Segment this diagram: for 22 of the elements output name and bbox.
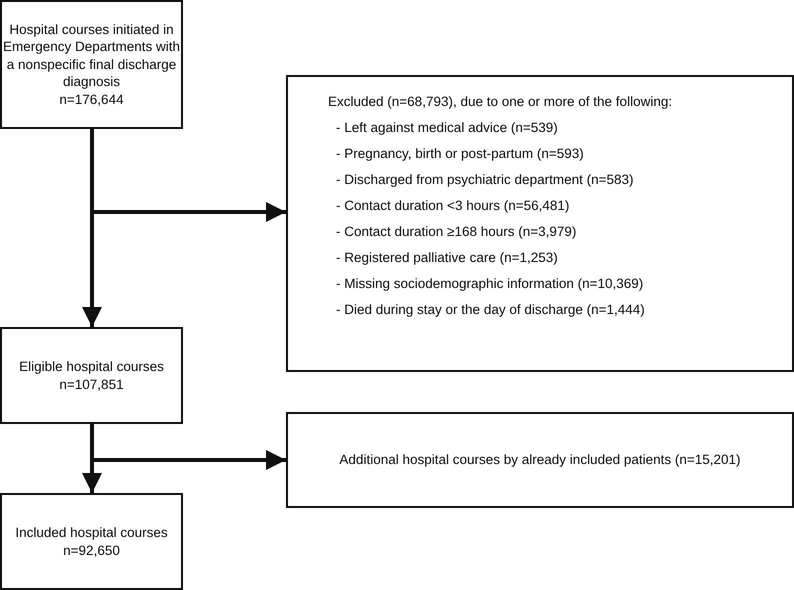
list-item: - Contact duration ≥168 hours (n=3,979): [335, 223, 576, 241]
list-item: - Missing sociodemographic information (n=10,369): [335, 275, 644, 293]
list-item: - Left against medical advice (n=539): [335, 119, 558, 137]
arrow: [90, 129, 286, 222]
arrow: [90, 424, 286, 470]
box-text: n=107,851: [59, 376, 124, 394]
flow-box: [0, 327, 183, 424]
box-text: n=92,650: [63, 542, 120, 560]
box-text: Additional hospital courses by already included patients (n=15,201): [339, 451, 741, 469]
list-item: - Pregnancy, birth or post-partum (n=593): [335, 145, 584, 163]
box-text: Eligible hospital courses: [19, 358, 164, 376]
list-item: - Contact duration <3 hours (n=56,481): [335, 197, 570, 215]
box-text: Excluded (n=68,793), due to one or more of the following:: [328, 93, 672, 111]
list-item: - Died during stay or the day of discharge (n=1,444): [335, 301, 645, 319]
flow-box: [286, 412, 794, 508]
list-item: - Registered palliative care (n=1,253): [335, 249, 558, 267]
list-item: - Discharged from psychiatric department (n=583): [335, 171, 634, 189]
flow-box: [0, 493, 183, 590]
flow-box: [0, 0, 183, 129]
flow-box: [286, 75, 794, 372]
box-text: Included hospital courses: [15, 524, 168, 542]
box-text: n=176,644: [59, 90, 124, 108]
